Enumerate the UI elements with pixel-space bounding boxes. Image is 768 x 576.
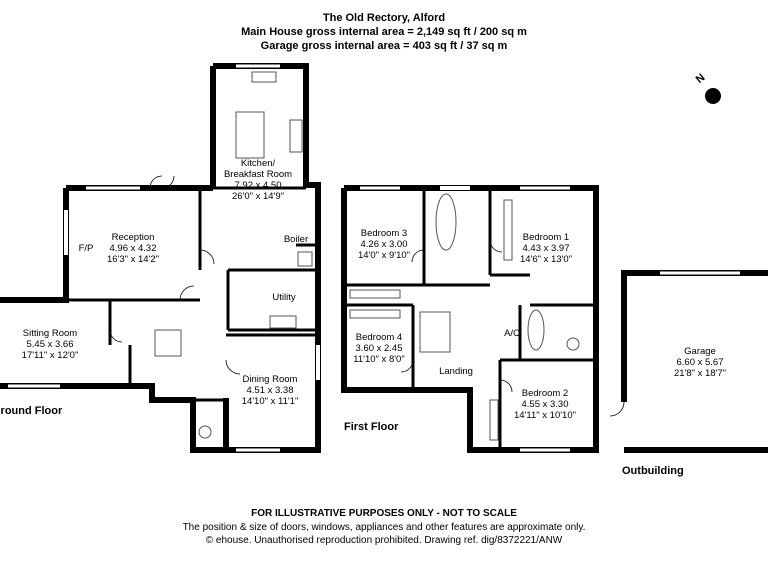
garage-imperial: 21'8" x 18'7" — [674, 368, 726, 379]
reception-hall-door — [179, 285, 195, 301]
reception-imperial: 16'3" x 14'2" — [107, 254, 159, 265]
garage-door — [609, 401, 625, 417]
bedroom3-wardrobe — [349, 289, 401, 299]
dining-room-metric: 4.51 x 3.38 — [246, 385, 293, 396]
main-area-text: Main House gross internal area = 2,149 s… — [241, 26, 527, 38]
sitting-room-imperial: 17'11" x 12'0" — [22, 350, 79, 361]
fireplace-label: F/P — [79, 243, 94, 254]
sitting-room-south-wall — [0, 383, 175, 403]
kitchen-range — [251, 71, 277, 83]
dining-room-imperial: 14'10" x 11'1" — [242, 396, 299, 407]
kitchen-imperial: 26'0" x 14'9" — [232, 191, 284, 202]
reception-door-b — [161, 175, 175, 189]
compass-north-label: N — [694, 72, 708, 86]
kitchen-sink — [289, 119, 303, 153]
reception-label: Reception — [112, 232, 155, 243]
bedroom1-door — [489, 239, 503, 253]
bedroom4-metric: 3.60 x 2.45 — [355, 343, 402, 354]
boiler-label: Boiler — [284, 234, 308, 245]
bedroom2-imperial: 14'11" x 10'10" — [514, 410, 576, 421]
reception-metric: 4.96 x 4.32 — [109, 243, 156, 254]
bedroom3-metric: 4.26 x 3.00 — [360, 239, 407, 250]
approximate-note: The position & size of doors, windows, a… — [182, 522, 586, 533]
bedroom1-label: Bedroom 1 — [523, 232, 569, 243]
landing-label: Landing — [439, 366, 473, 377]
ensuite-bath — [527, 309, 545, 351]
kitchen-label-line1: Kitchen/ — [241, 158, 276, 169]
sitting-room-metric: 5.45 x 3.66 — [26, 339, 73, 350]
bedroom1-imperial: 14'6" x 13'0" — [520, 254, 572, 265]
bedroom4-wardrobe — [349, 309, 401, 319]
compass — [705, 82, 721, 110]
bedroom4-imperial: 11'10" x 8'0" — [353, 354, 404, 365]
ac-label: A/C — [504, 328, 520, 339]
sitting-room-door — [109, 329, 123, 343]
bedroom3-door — [411, 249, 425, 263]
kitchen-label-line2: Breakfast Room — [224, 169, 292, 180]
bedroom1-metric: 4.43 x 3.97 — [522, 243, 569, 254]
sitting-room-label: Sitting Room — [23, 328, 77, 339]
bedroom2-door — [499, 379, 513, 393]
dining-room-label: Dining Room — [243, 374, 298, 385]
ground-stairs — [154, 329, 182, 357]
bedroom4-label: Bedroom 4 — [356, 332, 402, 343]
first-floor-walls — [341, 185, 599, 453]
garage-metric: 6.60 x 5.67 — [676, 357, 723, 368]
garage-walls — [621, 270, 768, 402]
reception-door — [149, 175, 163, 189]
ground-floor-label: Ground Floor — [0, 405, 63, 417]
bedroom4-door — [400, 359, 414, 373]
wc-toilet — [198, 425, 212, 439]
bedroom1-wardrobe — [503, 199, 513, 261]
bedroom2-label: Bedroom 2 — [522, 388, 568, 399]
kitchen-metric: 7.92 x 4.50 — [234, 180, 281, 191]
copyright-text: © ehouse. Unauthorised reproduction proh… — [205, 535, 563, 546]
first-floor-label: First Floor — [344, 421, 399, 433]
disclaimer-text: FOR ILLUSTRATIVE PURPOSES ONLY - NOT TO … — [251, 508, 517, 519]
bedroom2-metric: 4.55 x 3.30 — [521, 399, 568, 410]
first-floor-stairs — [419, 311, 451, 353]
garage-label: Garage — [684, 346, 716, 357]
bath-tub — [435, 193, 457, 251]
bedroom3-label: Bedroom 3 — [361, 228, 407, 239]
kitchen-island — [235, 111, 265, 159]
bedroom2-wardrobe — [489, 399, 499, 441]
kitchen-door — [199, 249, 215, 265]
bedroom3-imperial: 14'0" x 9'10" — [358, 250, 410, 261]
plan-title: The Old Rectory, Alford — [322, 12, 446, 24]
utility-sink — [269, 315, 297, 329]
ensuite-toilet — [566, 337, 580, 351]
dining-door — [225, 359, 241, 375]
wc-walls — [175, 397, 226, 453]
outbuilding-label: Outbuilding — [622, 465, 684, 477]
utility-label: Utility — [272, 292, 295, 303]
garage-area-text: Garage gross internal area = 403 sq ft /… — [260, 40, 508, 52]
boiler-unit — [297, 251, 313, 267]
